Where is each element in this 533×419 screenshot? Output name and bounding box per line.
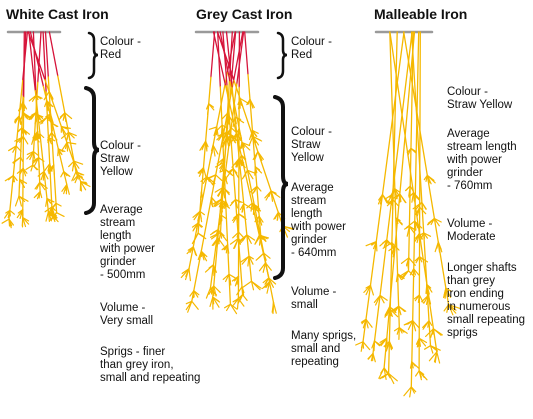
spark-sprig	[256, 253, 264, 260]
spark-sprig	[437, 352, 440, 363]
spark-sprig	[198, 233, 203, 236]
grey-cast-iron-spark-spray	[181, 32, 293, 314]
grey-cast-iron-title: Grey Cast Iron	[196, 6, 292, 22]
spark-sprig	[2, 219, 9, 223]
spark-stream-red	[49, 32, 57, 76]
white-volume-note: Volume - Very small	[100, 302, 153, 328]
grey-red-bracket	[278, 33, 287, 78]
spark-sprig	[57, 213, 65, 217]
white-yellow-bracket	[86, 88, 99, 213]
spark-sprig	[67, 143, 76, 144]
spark-sprig	[67, 143, 68, 152]
white-sprigs-note: Sprigs - finer than grey iron, small and…	[100, 346, 200, 385]
spark-sprig	[376, 242, 377, 251]
spark-sprig	[230, 200, 235, 206]
grey-volume-note: Volume - small	[291, 286, 336, 312]
spark-sprig	[9, 219, 10, 226]
spark-sprig	[408, 258, 409, 268]
spark-sprig	[374, 341, 375, 351]
spark-sprig	[52, 123, 53, 130]
spark-sprig	[253, 205, 254, 215]
malleable-stream-length-note: Average stream length with power grinder…	[447, 128, 517, 193]
malleable-iron-title: Malleable Iron	[374, 6, 467, 22]
spark-sprig	[278, 212, 279, 220]
spark-sprig	[201, 192, 202, 198]
spark-sprig	[189, 269, 190, 281]
grey-sprigs-note: Many sprigs, small and repeating	[291, 330, 356, 369]
white-cast-iron-spark-spray	[2, 32, 90, 228]
spark-sprig	[416, 371, 420, 376]
spark-stream-red	[211, 32, 215, 77]
spark-sprig	[23, 137, 27, 144]
grey-yellow-bracket	[275, 97, 288, 278]
spark-sprig	[33, 165, 38, 169]
spark-sprig	[61, 172, 64, 177]
spark-sprig	[243, 281, 252, 287]
white-stream-length-note: Average stream length with power grinder…	[100, 204, 155, 282]
spark-stream-red	[46, 32, 49, 77]
white-red-bracket	[89, 33, 98, 78]
spark-sprig	[16, 196, 20, 206]
malleable-colour-note: Colour - Straw Yellow	[447, 86, 512, 112]
white-red-colour-note: Colour - Red	[100, 36, 141, 62]
grey-cast-iron-brackets	[275, 33, 288, 278]
spark-sprig	[39, 158, 40, 168]
spark-stream-red	[24, 32, 25, 97]
grey-red-colour-note: Colour - Red	[291, 36, 332, 62]
spark-sprig	[222, 125, 223, 136]
spark-stream-yellow	[419, 32, 420, 371]
spark-sprig	[435, 242, 438, 252]
spark-sprig	[237, 287, 242, 295]
spark-sprig	[216, 175, 222, 181]
white-yellow-colour-note: Colour - Straw Yellow	[100, 140, 141, 179]
white-cast-iron-title: White Cast Iron	[6, 6, 109, 22]
malleable-sprigs-note: Longer shafts than grey iron ending in n…	[447, 262, 525, 340]
grey-yellow-colour-note: Colour - Straw Yellow	[291, 126, 332, 165]
spark-sprig	[204, 168, 207, 178]
grey-stream-length-note: Average stream length with power grinder…	[291, 182, 346, 260]
malleable-iron-spark-spray	[356, 32, 460, 397]
spark-stream-red	[245, 32, 248, 75]
spark-sprig	[240, 235, 247, 243]
spark-sprig	[46, 199, 47, 207]
spark-sprig	[192, 301, 198, 309]
spark-stream-red	[28, 32, 45, 80]
spark-sprig	[243, 295, 248, 301]
spark-sprig	[371, 285, 374, 295]
spark-sprig	[230, 304, 236, 313]
malleable-volume-note: Volume - Moderate	[447, 218, 496, 244]
